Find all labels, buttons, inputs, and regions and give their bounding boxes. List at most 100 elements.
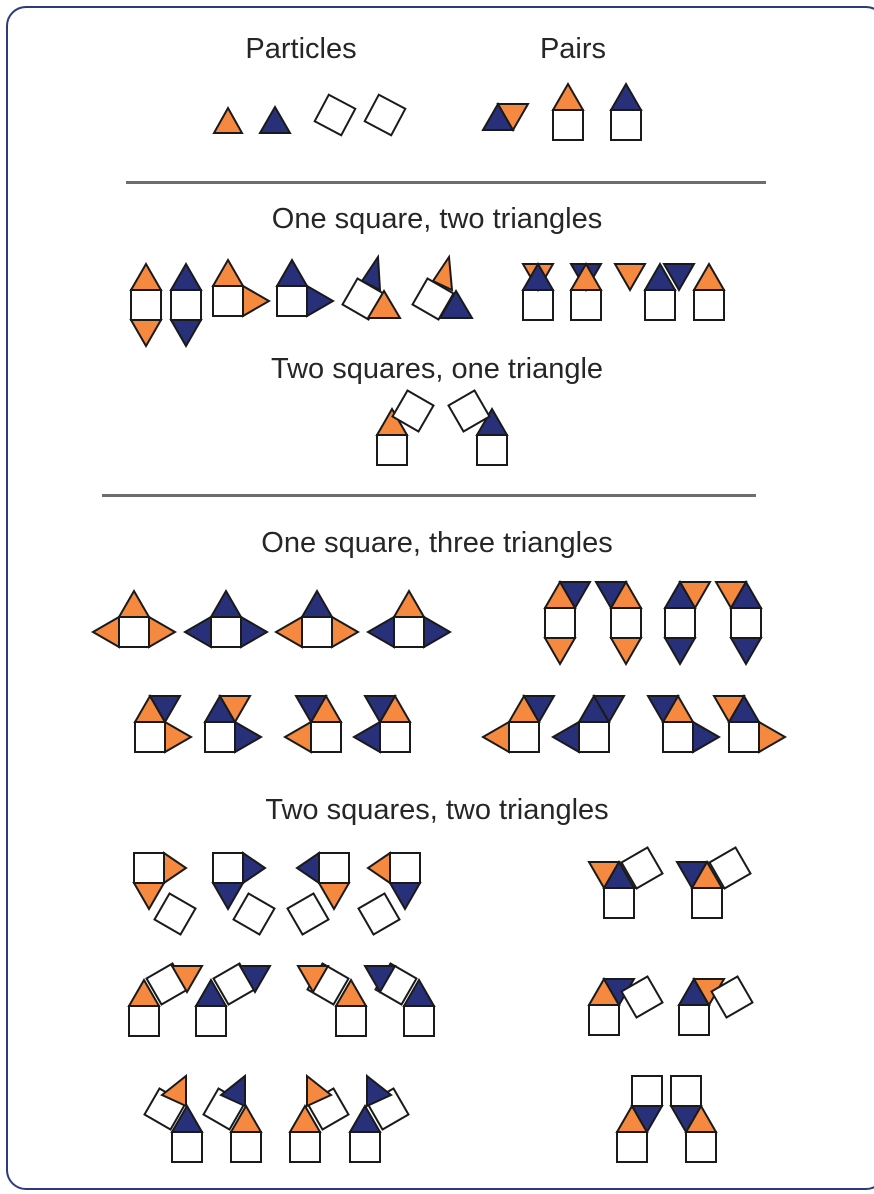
- tile-group-31: [286, 851, 351, 936]
- tile-group-27: [646, 693, 722, 754]
- tile-group-17: [543, 579, 592, 667]
- tile-group-20: [714, 579, 763, 667]
- square-tile: [685, 1131, 717, 1163]
- navy-triangle: [609, 81, 643, 111]
- tile-group-21: [133, 693, 194, 754]
- orange-triangle: [211, 257, 245, 287]
- orange-triangle: [218, 695, 252, 725]
- square-tile: [349, 1131, 381, 1163]
- tile-group-22: [203, 693, 264, 754]
- square-tile: [391, 389, 435, 433]
- tile-group-36: [194, 962, 272, 1037]
- orange-triangle: [306, 1073, 333, 1108]
- orange-triangle: [127, 977, 161, 1007]
- tile-group-8: [569, 261, 603, 321]
- square-tile: [195, 1005, 227, 1037]
- heading-one-square-three-triangles: One square, three triangles: [261, 527, 613, 559]
- square-tile: [318, 852, 350, 884]
- tile-group-28: [712, 693, 788, 754]
- navy-triangle: [643, 261, 677, 291]
- square-tile: [631, 1075, 663, 1107]
- navy-triangle: [219, 1073, 246, 1108]
- tile-group-29: [132, 851, 197, 936]
- square-tile: [508, 721, 540, 753]
- tile-group-13: [90, 588, 178, 649]
- navy-triangle: [234, 720, 264, 754]
- tile-group-5: [341, 253, 402, 321]
- orange-triangle: [242, 284, 272, 318]
- square-tile: [570, 289, 602, 321]
- square-tile: [230, 1131, 262, 1163]
- orange-triangle: [375, 406, 409, 436]
- pair-orange-on-square: [551, 81, 585, 141]
- navy-triangle: [646, 695, 680, 725]
- divider-middle: [102, 494, 756, 497]
- navy-triangle: [729, 637, 763, 667]
- square-tile: [301, 616, 333, 648]
- heading-two-squares-two-triangles: Two squares, two triangles: [265, 794, 609, 826]
- tile-group-12: [447, 389, 509, 466]
- navy-triangle: [592, 695, 626, 725]
- navy-triangle: [306, 284, 336, 318]
- heading-one-square-two-triangles: One square, two triangles: [271, 203, 603, 235]
- square-tile: [232, 892, 276, 936]
- navy-triangle: [360, 253, 382, 292]
- square-tile: [691, 887, 723, 919]
- square-tile: [728, 721, 760, 753]
- tile-group-41: [143, 1073, 204, 1163]
- heading-pairs: Pairs: [539, 33, 607, 65]
- divider-top: [126, 181, 766, 184]
- square-tile: [171, 1131, 203, 1163]
- pair-parallelogram: [481, 101, 530, 133]
- square-tile: [212, 852, 244, 884]
- navy-triangle: [169, 319, 203, 349]
- square-tile: [644, 289, 676, 321]
- square-tile: [118, 616, 150, 648]
- square-tile: [447, 389, 491, 433]
- navy-triangle: [209, 588, 243, 618]
- orange-triangle: [229, 1103, 263, 1133]
- tile-group-4: [275, 257, 336, 318]
- square-tile: [289, 1131, 321, 1163]
- navy-triangle: [663, 579, 697, 609]
- orange-triangle: [613, 263, 647, 293]
- tile-group-6: [411, 254, 474, 321]
- orange-triangle: [609, 579, 643, 609]
- tile-group-38: [363, 962, 436, 1037]
- tile-group-10: [662, 261, 726, 321]
- particle-square-2: [363, 93, 407, 137]
- navy-triangle: [402, 977, 436, 1007]
- navy-triangle: [170, 1103, 204, 1133]
- navy-triangle: [662, 263, 696, 293]
- navy-triangle: [522, 695, 556, 725]
- tile-group-23: [282, 693, 343, 754]
- square-tile: [411, 277, 455, 321]
- square-tile: [376, 434, 408, 466]
- orange-triangle: [129, 319, 163, 349]
- square-tile: [212, 285, 244, 317]
- tile-group-43: [288, 1073, 350, 1163]
- orange-triangle: [163, 851, 188, 885]
- heading-particles: Particles: [245, 33, 357, 65]
- square-tile: [313, 93, 357, 137]
- square-tile: [578, 721, 610, 753]
- tile-group-33: [587, 846, 664, 919]
- orange-triangle: [164, 720, 194, 754]
- navy-triangle: [363, 695, 397, 725]
- orange-triangle: [366, 289, 402, 319]
- orange-triangle: [317, 882, 351, 912]
- navy-triangle: [211, 882, 245, 912]
- navy-triangle: [194, 977, 228, 1007]
- navy-triangle: [242, 851, 267, 885]
- navy-triangle: [692, 720, 722, 754]
- orange-triangle: [331, 615, 361, 649]
- tile-group-15: [273, 588, 361, 649]
- navy-triangle: [300, 588, 334, 618]
- tile-group-16: [365, 588, 453, 649]
- orange-triangle: [90, 615, 120, 649]
- orange-triangle: [690, 859, 724, 889]
- square-tile: [552, 109, 584, 141]
- square-tile: [379, 721, 411, 753]
- tile-group-34: [675, 846, 752, 919]
